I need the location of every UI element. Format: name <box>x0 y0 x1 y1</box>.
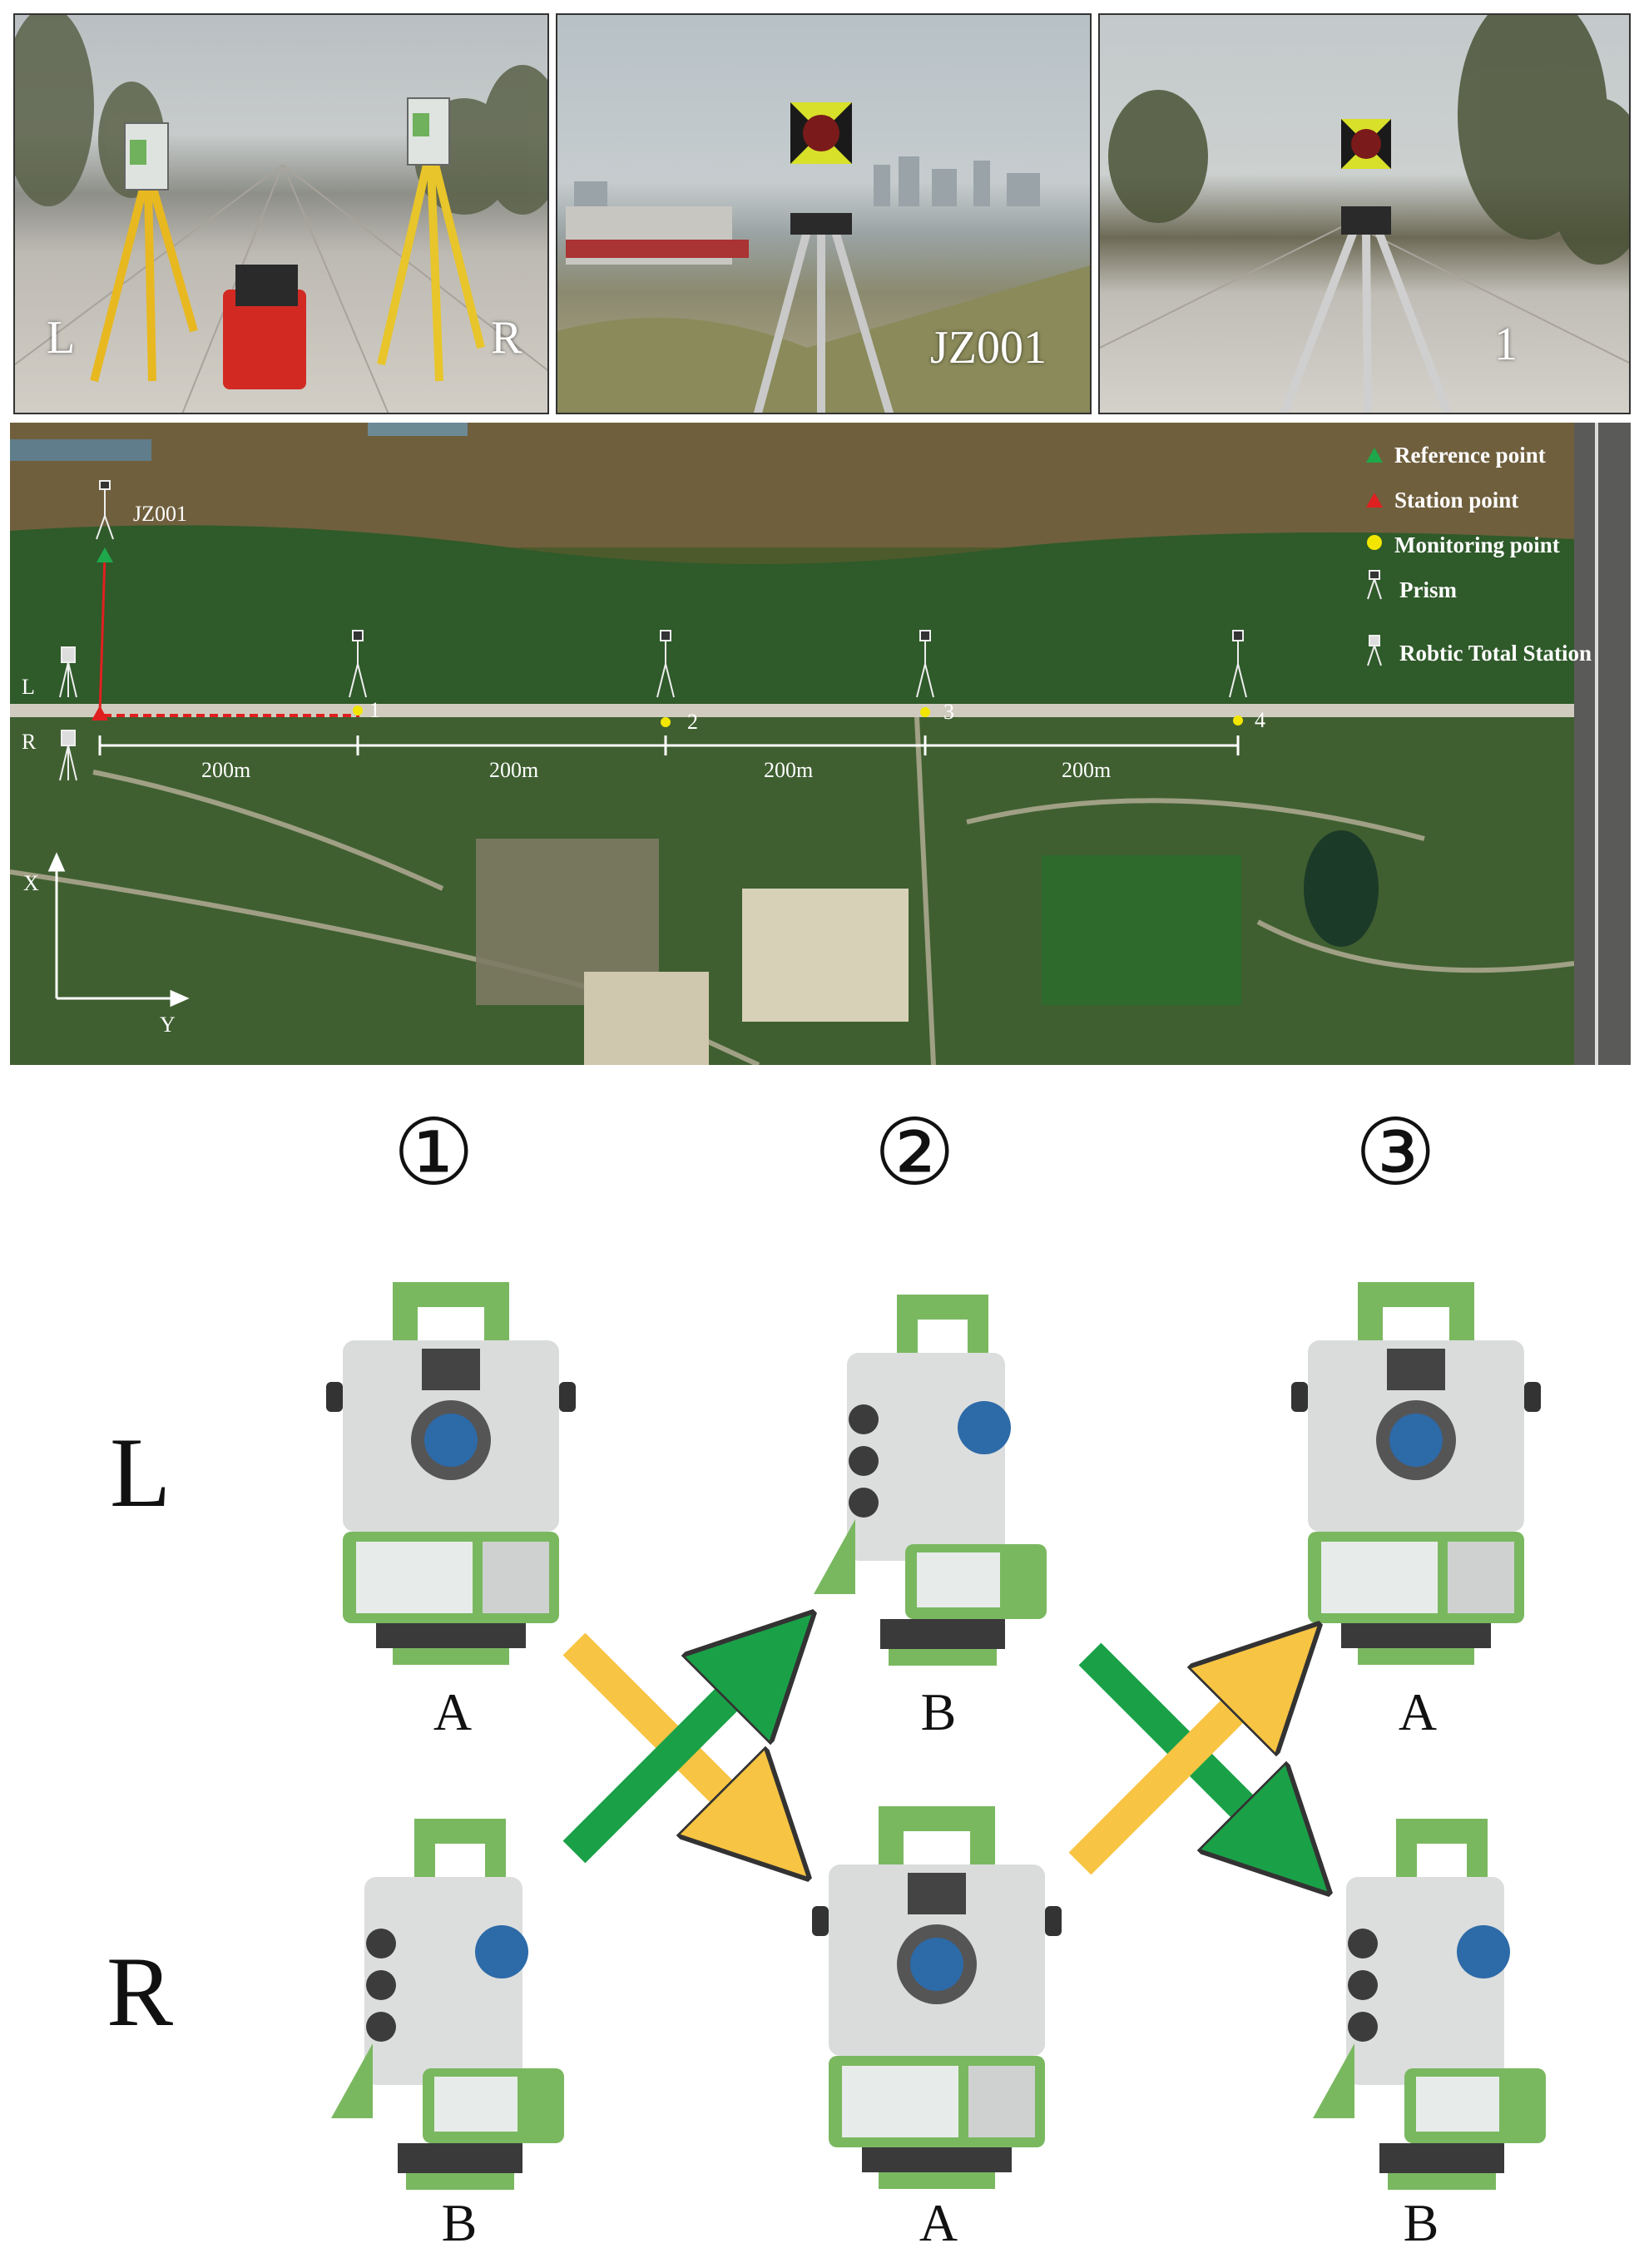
distance-label-2: 200m <box>489 758 538 782</box>
step-number-1: ① <box>393 1099 475 1206</box>
monitoring-point-3: 3 <box>916 630 954 724</box>
red-triangle-icon <box>1366 493 1383 508</box>
monitoring-point-1: 1 <box>349 630 380 722</box>
station-label-r: R <box>22 730 37 754</box>
monitoring-point-4: 4 <box>1229 630 1265 732</box>
photo-monitoring: 1 <box>1098 13 1631 414</box>
instrument-label-top-2: B <box>920 1682 957 1741</box>
total-station-r-icon <box>59 730 77 781</box>
distance-label-3: 200m <box>764 758 813 782</box>
total-station-l-icon <box>59 646 77 698</box>
photo-label-r: R <box>491 312 522 364</box>
photo-stations: L R <box>13 13 549 414</box>
step-number-2: ② <box>874 1099 956 1206</box>
photo-label-1: 1 <box>1494 319 1518 370</box>
photo-label-l: L <box>47 312 76 364</box>
svg-text:2: 2 <box>687 710 698 734</box>
reference-label: JZ001 <box>133 502 187 526</box>
arrow-yellow-2 <box>1068 1667 1276 1875</box>
instrument-label-bottom-2: A <box>919 2193 958 2252</box>
aerial-map: JZ001 L R 1 2 <box>10 423 1631 1065</box>
monitoring-point-2: 2 <box>656 630 698 734</box>
total-station-tripod-icon <box>1367 635 1382 666</box>
instrument-label-bottom-1: B <box>441 2193 478 2252</box>
reference-prism-icon <box>96 480 114 540</box>
axis-label-y: Y <box>160 1013 176 1037</box>
reference-point-marker <box>97 547 113 562</box>
coordinate-axes <box>47 852 190 1008</box>
svg-text:4: 4 <box>1255 708 1265 732</box>
green-triangle-icon <box>1366 448 1383 463</box>
station-point-marker <box>92 706 108 721</box>
instrument-label-top-3: A <box>1398 1682 1438 1741</box>
svg-text:Reference point: Reference point <box>1394 443 1546 468</box>
svg-text:3: 3 <box>943 700 954 724</box>
photo-label-jz001: JZ001 <box>930 322 1047 374</box>
axis-label-x: X <box>23 871 39 895</box>
photo-reference: JZ001 <box>556 13 1092 414</box>
svg-text:1: 1 <box>369 698 380 722</box>
yellow-dot-icon <box>1367 535 1382 550</box>
station-label-l: L <box>22 675 35 699</box>
row-label-l: L <box>110 1417 171 1528</box>
step-number-3: ③ <box>1354 1099 1437 1206</box>
svg-text:Robtic Total Station: Robtic Total Station <box>1399 641 1592 666</box>
distance-label-1: 200m <box>201 758 250 782</box>
row-label-r: R <box>106 1936 174 2047</box>
arrow-green-1 <box>562 1656 770 1864</box>
distance-label-4: 200m <box>1062 758 1111 782</box>
svg-text:Monitoring point: Monitoring point <box>1394 532 1560 557</box>
svg-text:Prism: Prism <box>1399 577 1457 602</box>
instrument-label-top-1: A <box>433 1682 473 1741</box>
prism-tripod-icon <box>1367 570 1382 600</box>
map-legend: Reference point Station point Monitoring… <box>1366 443 1592 666</box>
svg-text:Station point: Station point <box>1394 488 1518 513</box>
instrument-label-bottom-3: B <box>1403 2193 1439 2252</box>
